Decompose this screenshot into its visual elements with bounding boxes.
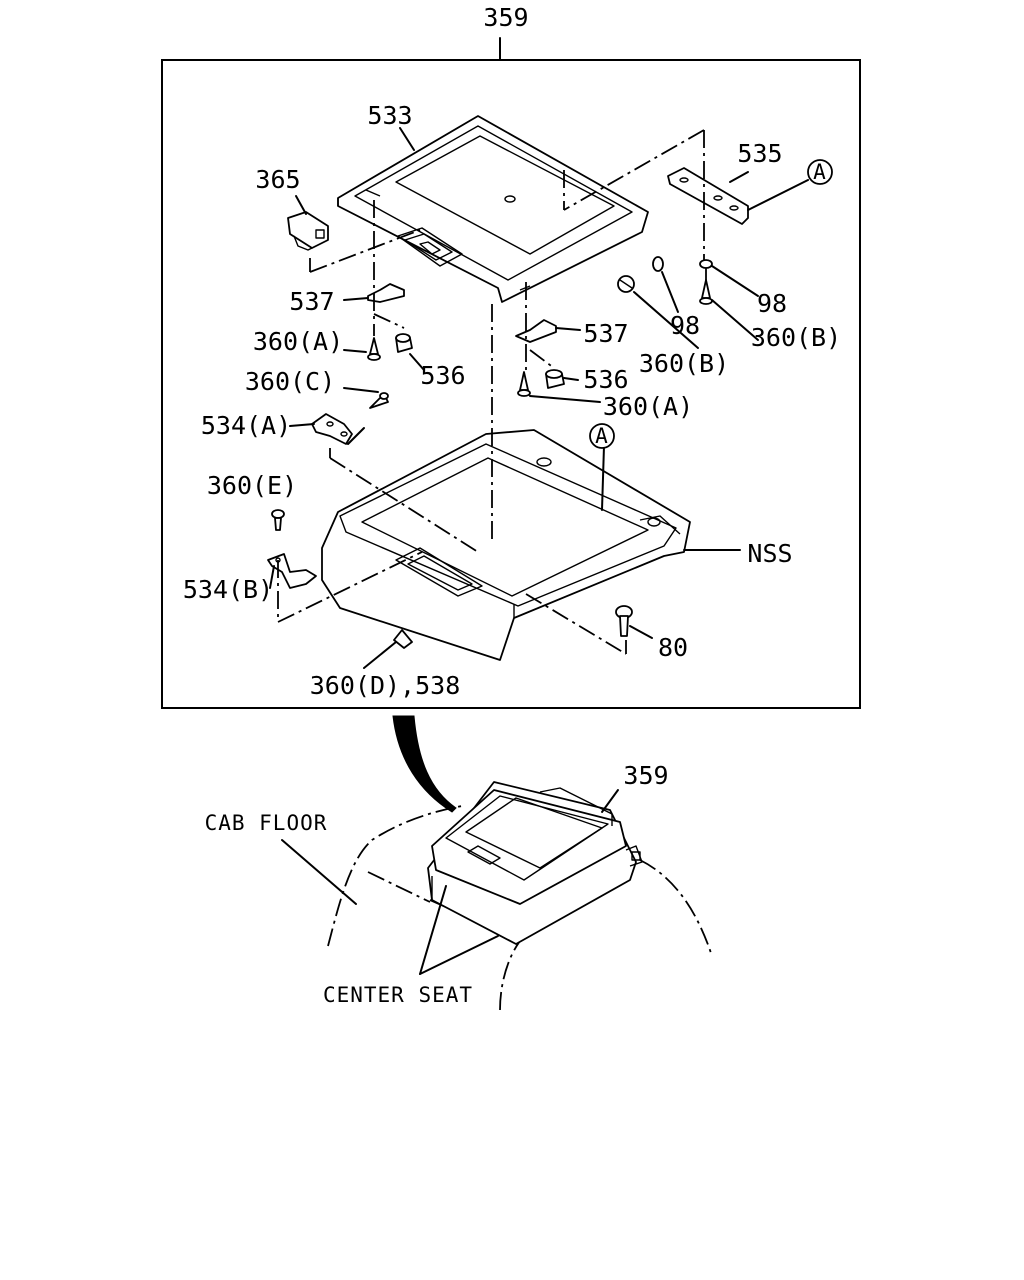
label-cab-floor: CAB FLOOR — [205, 811, 328, 835]
label-536-right: 536 — [583, 365, 628, 394]
label-365: 365 — [255, 165, 300, 194]
switch-365 — [287, 211, 329, 251]
labels: 359 533 365 535 A 537 537 360(A) 536 536… — [183, 3, 841, 1007]
label-537-left: 537 — [289, 287, 334, 316]
pin-536-left — [395, 333, 413, 353]
ref-circle-a-lower — [589, 423, 615, 449]
label-360a-left: 360(A) — [253, 327, 343, 356]
label-98-left: 98 — [670, 311, 700, 340]
label-533: 533 — [367, 101, 412, 130]
label-ref-a-lower: A — [595, 424, 609, 448]
screw-360a-left — [367, 337, 381, 361]
bracket-537-left — [367, 283, 405, 303]
screw-360c — [369, 392, 389, 409]
label-360d-538: 360(D),538 — [310, 671, 461, 700]
washer-98-left — [652, 256, 664, 272]
exploded-view-frame — [161, 59, 861, 709]
leader-lines — [269, 127, 809, 669]
label-534a: 534(A) — [201, 411, 291, 440]
screw-360b-right — [699, 279, 713, 305]
bracket-537-right — [515, 319, 557, 343]
clip-360d-538 — [393, 629, 413, 649]
alignment-lines — [277, 129, 707, 655]
screw-360b-left — [617, 275, 635, 293]
clip-80 — [615, 605, 633, 637]
bracket-535 — [667, 167, 749, 225]
label-center-seat: CENTER SEAT — [323, 983, 473, 1007]
ref-circle-a-top — [807, 159, 833, 185]
label-assembly-359-bottom: 359 — [623, 761, 668, 790]
pin-536-right — [545, 369, 565, 389]
label-360e: 360(E) — [207, 471, 297, 500]
label-536-left: 536 — [420, 361, 465, 390]
location-view — [281, 715, 713, 1011]
hinge-534a — [311, 413, 353, 445]
bracket-534b — [267, 553, 317, 589]
label-360b-right: 360(B) — [751, 323, 841, 352]
label-537-right: 537 — [583, 319, 628, 348]
label-98-right: 98 — [757, 289, 787, 318]
label-80: 80 — [658, 633, 688, 662]
label-535: 535 — [737, 139, 782, 168]
label-ref-a-top: A — [813, 160, 827, 184]
label-360c: 360(C) — [245, 367, 335, 396]
washer-98-right — [699, 259, 713, 269]
console-base-nss — [321, 429, 691, 661]
label-assembly-359: 359 — [483, 3, 528, 32]
screw-360e — [271, 509, 285, 531]
label-nss: NSS — [747, 539, 792, 568]
screw-360a-right — [517, 371, 531, 397]
location-arrow — [392, 715, 457, 813]
label-360a-right: 360(A) — [603, 392, 693, 421]
lid-533 — [337, 115, 649, 303]
label-534b: 534(B) — [183, 575, 273, 604]
label-360b-left: 360(B) — [639, 349, 729, 378]
